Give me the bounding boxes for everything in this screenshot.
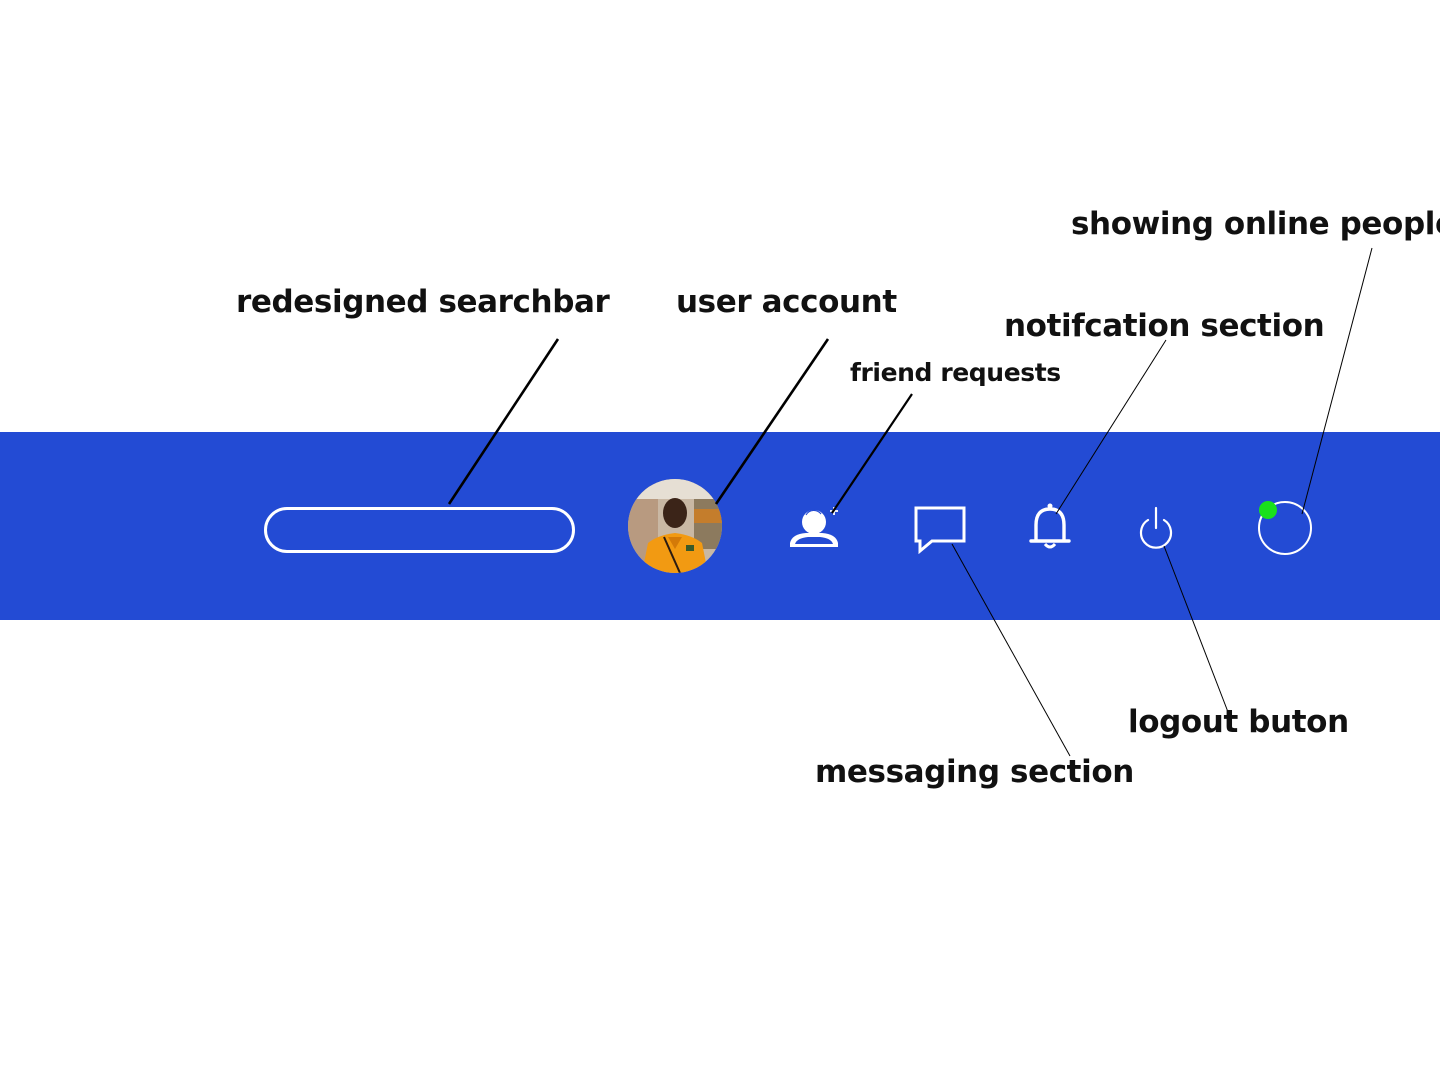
online-dot (1259, 501, 1277, 519)
annotation-friend-requests: friend requests (850, 358, 1061, 387)
chat-bubble-icon[interactable] (912, 504, 968, 555)
annotation-notification: notifcation section (1004, 308, 1325, 344)
search-input[interactable] (264, 507, 575, 553)
annotation-online-people: showing online people (1071, 206, 1440, 242)
annotation-searchbar: redesigned searchbar (236, 284, 610, 320)
annotation-user-account: user account (676, 284, 897, 320)
avatar-photo (628, 479, 722, 573)
annotation-messaging: messaging section (815, 754, 1134, 790)
online-status-icon[interactable] (1254, 498, 1316, 560)
friend-requests-icon[interactable] (786, 502, 844, 552)
user-avatar[interactable] (628, 479, 722, 573)
power-icon[interactable] (1136, 504, 1176, 550)
bell-icon[interactable] (1026, 502, 1074, 552)
annotation-logout: logout buton (1128, 704, 1349, 740)
